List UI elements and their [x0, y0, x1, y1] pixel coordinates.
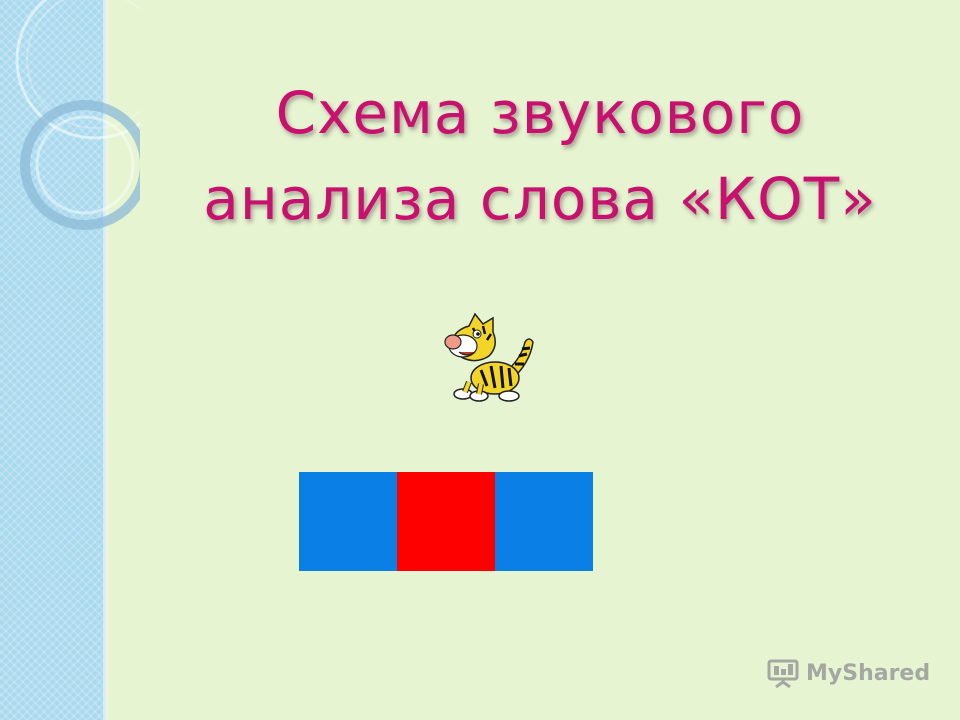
sound-box-vowel-o — [397, 472, 495, 571]
title-line-2: анализа слова «КОТ» — [203, 165, 877, 233]
decorative-circles — [15, 0, 140, 230]
cartoon-cat-icon — [444, 312, 534, 402]
title-line-1: Схема звукового — [275, 79, 805, 147]
presentation-board-icon — [767, 659, 799, 688]
sound-box-consonant-t — [495, 472, 593, 571]
watermark: MyShared — [766, 658, 930, 688]
side-panel-edge — [103, 0, 108, 720]
slide-title: Схема звукового анализа слова «КОТ» — [150, 70, 930, 242]
sound-scheme — [299, 472, 593, 571]
watermark-text: MyShared — [806, 660, 931, 686]
sound-box-consonant-k — [299, 472, 397, 571]
